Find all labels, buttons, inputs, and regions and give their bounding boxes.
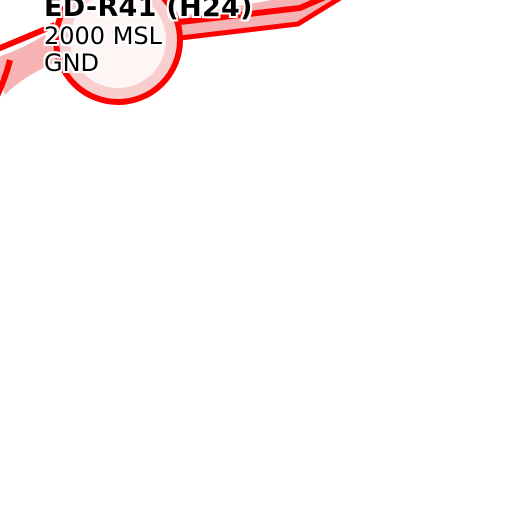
restricted-area-boundary[interactable] xyxy=(0,0,345,105)
boundary-circle-stroke xyxy=(53,0,183,105)
airspace-upper-limit: 2000 MSL xyxy=(44,22,163,50)
boundary-line-right xyxy=(179,0,327,25)
boundary-line-right-inner xyxy=(179,0,342,41)
boundary-inner-band xyxy=(0,35,60,95)
airspace-name: ED-R41 (H24) xyxy=(44,0,253,23)
boundary-line-lower xyxy=(0,59,13,97)
boundary-line xyxy=(0,22,57,52)
airspace-label[interactable]: ED-R41 (H24) 2000 MSL GND xyxy=(44,0,253,75)
boundary-circle-inner xyxy=(70,0,166,88)
airspace-lower-limit: GND xyxy=(44,49,100,77)
